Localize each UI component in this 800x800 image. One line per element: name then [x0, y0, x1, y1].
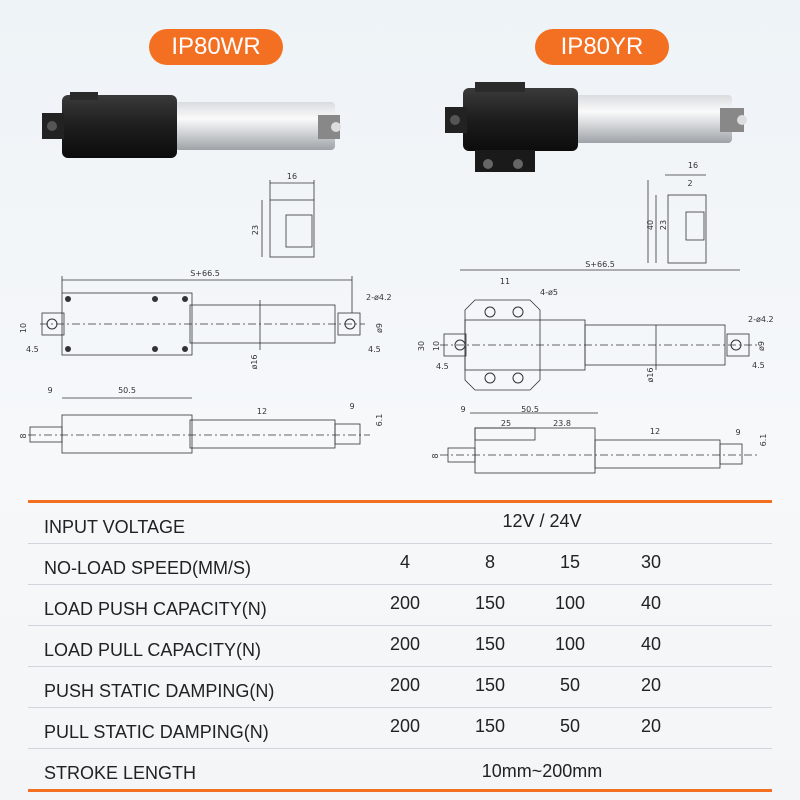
dim-text: 4-ø5 — [540, 288, 558, 297]
actuator-photo-ip80yr — [445, 82, 747, 172]
spec-value: 150 — [474, 675, 506, 695]
spec-value: 4 — [399, 552, 410, 572]
spec-value: 40 — [640, 593, 662, 613]
spec-value: 12V / 24V — [502, 511, 582, 531]
dim-text: 30 — [417, 341, 426, 351]
spec-value: 15 — [559, 552, 581, 572]
dim-text: 8 — [431, 453, 440, 458]
spec-label: INPUT VOLTAGE — [44, 517, 186, 537]
spec-value: 100 — [554, 593, 586, 613]
dim-text: 11 — [500, 277, 510, 286]
spec-label: PULL STATIC DAMPING(N) — [44, 722, 269, 742]
spec-value: 20 — [640, 675, 662, 695]
dim-text: 9 — [735, 428, 740, 437]
dim-text: ø16 — [646, 367, 655, 382]
dim-text: 9 — [460, 405, 465, 414]
dim-text: 12 — [257, 407, 267, 416]
spec-value: 150 — [474, 593, 506, 613]
dim-text: 10 — [432, 341, 441, 351]
dim-text: 4.5 — [368, 345, 381, 354]
dim-text: 2 — [687, 179, 692, 188]
dim-text: 6.1 — [375, 414, 384, 427]
spec-label: LOAD PULL CAPACITY(N) — [44, 640, 262, 660]
spec-value: 30 — [640, 552, 662, 572]
dim-text: 4.5 — [752, 361, 765, 370]
dim-text: 23 — [659, 220, 668, 230]
spec-value: 50 — [559, 716, 581, 736]
dim-text: 4.5 — [436, 362, 449, 371]
technical-drawings: 16 23 16 2 23 40 S+66.5 2-ø4.2 10 4.5 ø1… — [19, 82, 774, 474]
spec-value: 150 — [474, 716, 506, 736]
spec-row-pull-static-damping: PULL STATIC DAMPING(N) 200 150 50 20 — [28, 708, 772, 749]
spec-value: 200 — [389, 675, 421, 695]
spec-row-no-load-speed: NO-LOAD SPEED(MM/S) 4 8 15 30 — [28, 544, 772, 585]
dim-text: 6.1 — [759, 434, 768, 447]
dim-text: S+66.5 — [190, 269, 220, 278]
spec-table: INPUT VOLTAGE 12V / 24V NO-LOAD SPEED(MM… — [28, 500, 772, 792]
dim-text: 10 — [19, 323, 28, 333]
spec-label: NO-LOAD SPEED(MM/S) — [44, 558, 252, 578]
spec-value: 200 — [389, 634, 421, 654]
spec-value: 100 — [554, 634, 586, 654]
spec-row-load-pull: LOAD PULL CAPACITY(N) 200 150 100 40 — [28, 626, 772, 667]
dim-text: 9 — [349, 402, 354, 411]
dim-text: 16 — [287, 172, 297, 181]
spec-row-stroke-length: STROKE LENGTH 10mm~200mm — [28, 749, 772, 792]
spec-value: 8 — [484, 552, 495, 572]
dim-text: 23.8 — [553, 419, 571, 428]
dim-text: 4.5 — [26, 345, 39, 354]
dim-text: 2-ø4.2 — [748, 315, 774, 324]
spec-value: 20 — [640, 716, 662, 736]
dim-text: 25 — [501, 419, 511, 428]
spec-value: 40 — [640, 634, 662, 654]
dim-text: 23 — [251, 225, 260, 235]
dim-text: S+66.5 — [585, 260, 615, 269]
spec-label: PUSH STATIC DAMPING(N) — [44, 681, 275, 701]
dim-text: 9 — [47, 386, 52, 395]
spec-value: 200 — [389, 716, 421, 736]
spec-row-load-push: LOAD PUSH CAPACITY(N) 200 150 100 40 — [28, 585, 772, 626]
dim-text: ø9 — [375, 323, 384, 333]
dim-text: 8 — [19, 433, 28, 438]
spec-value: 50 — [559, 675, 581, 695]
dim-text: 16 — [688, 161, 698, 170]
dim-text: 50.5 — [118, 386, 136, 395]
dim-text: ø16 — [250, 354, 259, 369]
spec-row-input-voltage: INPUT VOLTAGE 12V / 24V — [28, 503, 772, 544]
actuator-photo-ip80wr — [42, 92, 341, 158]
dim-text: ø9 — [757, 341, 766, 351]
dim-text: 50.5 — [521, 405, 539, 414]
spec-value: 200 — [389, 593, 421, 613]
spec-value: 150 — [474, 634, 506, 654]
model-badge-ip80wr: IP80WR — [149, 29, 283, 65]
dim-text: 12 — [650, 427, 660, 436]
model-badge-ip80yr: IP80YR — [535, 29, 669, 65]
spec-label: LOAD PUSH CAPACITY(N) — [44, 599, 267, 619]
spec-row-push-static-damping: PUSH STATIC DAMPING(N) 200 150 50 20 — [28, 667, 772, 708]
dim-text: 2-ø4.2 — [366, 293, 392, 302]
spec-value: 10mm~200mm — [481, 761, 603, 781]
dim-text: 40 — [646, 220, 655, 230]
spec-label: STROKE LENGTH — [44, 763, 197, 783]
